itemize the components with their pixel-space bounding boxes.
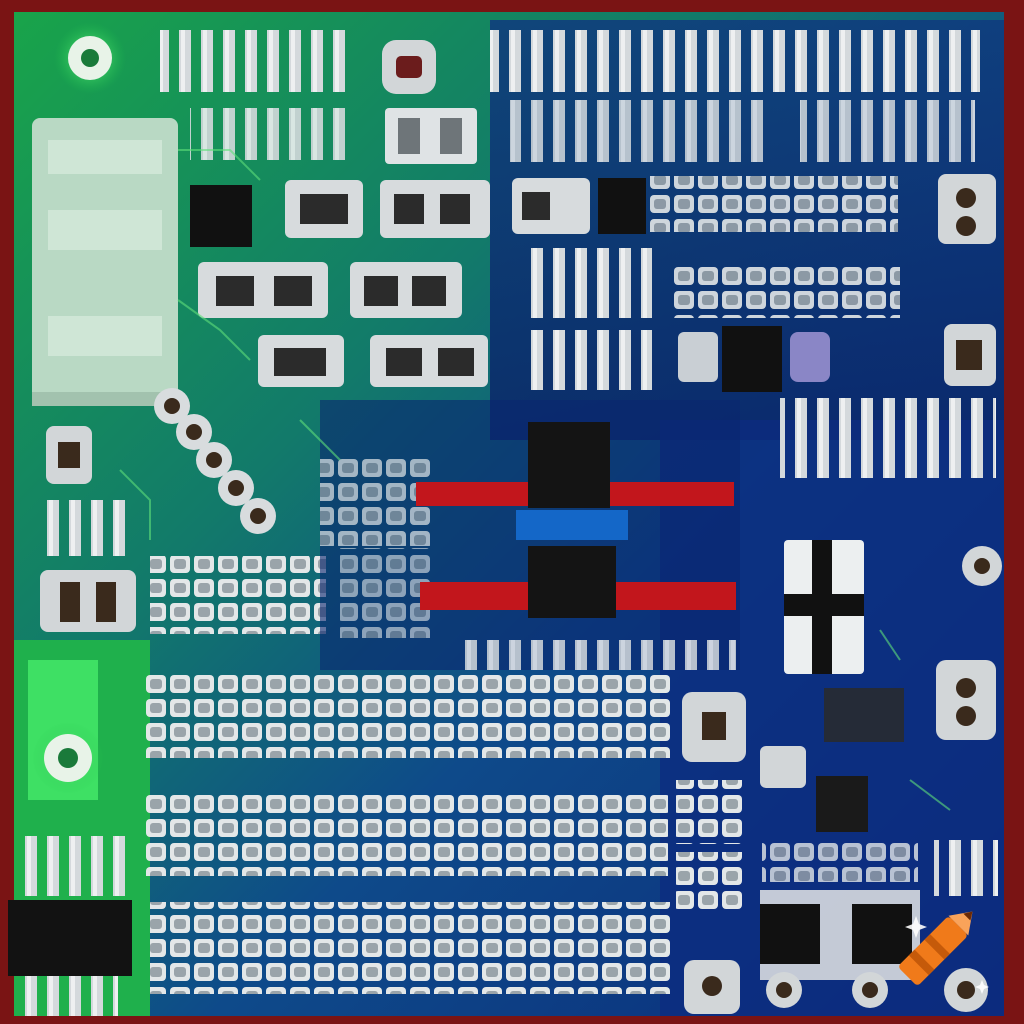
- blue-strip: [516, 510, 628, 540]
- mounting-hole-bottom-left: [32, 722, 104, 794]
- pad-grid-left: [150, 556, 326, 634]
- test-point-top: [382, 40, 436, 94]
- smd-pad-group: [198, 180, 490, 387]
- pad-row-2: [146, 792, 668, 876]
- switch-component: [784, 540, 864, 674]
- power-connector: [8, 900, 132, 976]
- pad-row-1: [146, 674, 670, 758]
- copper-traces: [119, 149, 951, 811]
- relay-module: [32, 118, 178, 406]
- ic-chip-bottom-right: [816, 776, 868, 832]
- mosfet-pair-top: [416, 422, 734, 508]
- pad-row-3: [150, 902, 670, 994]
- resistor-bank: [780, 398, 996, 478]
- crayon-icon: [899, 911, 973, 985]
- test-point-right: [938, 174, 996, 386]
- mounting-hole-top-left: [54, 22, 126, 94]
- voltage-regulator: [722, 326, 782, 392]
- ic-chip-small: [190, 185, 252, 247]
- pin-header-top-right: [490, 30, 980, 92]
- pin-header-middle: [456, 640, 736, 670]
- pin-header-top-left: [160, 30, 350, 92]
- capacitor-purple: [790, 332, 830, 382]
- ic-chip-top: [598, 178, 646, 234]
- mosfet-pair-bottom: [420, 546, 736, 618]
